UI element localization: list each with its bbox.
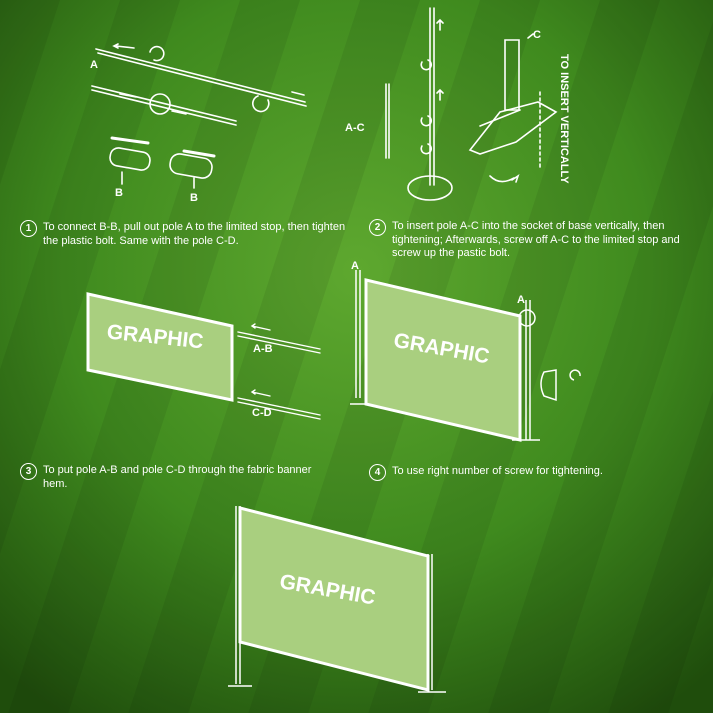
step-2-number: 2 <box>369 219 386 236</box>
label-a: A <box>90 59 98 71</box>
label-c: C <box>533 29 541 41</box>
label-b-right: B <box>190 192 198 204</box>
step-1-text: To connect B-B, pull out pole A to the l… <box>43 221 346 247</box>
step-3-number: 3 <box>20 463 37 480</box>
step-4-text: To use right number of screw for tighten… <box>392 465 603 477</box>
step-3: 3 To put pole A-B and pole C-D through t… <box>20 463 320 491</box>
step-2: 2 To insert pole A-C into the socket of … <box>369 219 707 261</box>
label-a-side: A <box>517 294 525 306</box>
step-1-number: 1 <box>20 220 37 237</box>
step-3-text: To put pole A-B and pole C-D through the… <box>43 464 312 490</box>
insert-vertically-label: TO INSERT VERTICALLY <box>558 54 570 184</box>
step-4: 4 To use right number of screw for tight… <box>369 464 699 481</box>
step-1: 1 To connect B-B, pull out pole A to the… <box>20 220 350 248</box>
step-2-text: To insert pole A-C into the socket of ba… <box>392 220 680 259</box>
label-a-top: A <box>351 260 359 272</box>
step-4-number: 4 <box>369 464 386 481</box>
label-ab: A-B <box>253 343 273 355</box>
label-ac: A-C <box>345 122 365 134</box>
label-cd: C-D <box>252 407 272 419</box>
label-b-left: B <box>115 187 123 199</box>
